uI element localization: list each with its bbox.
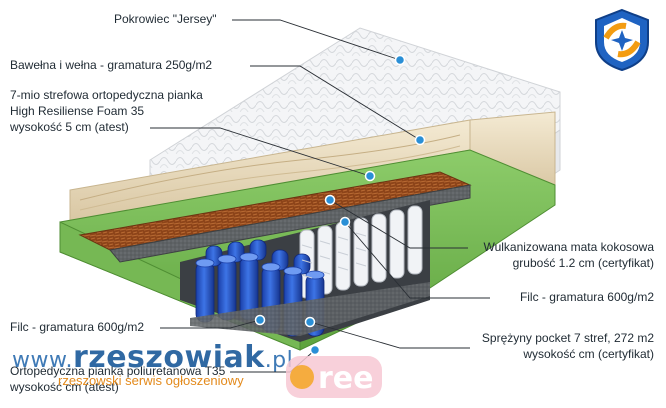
dot-felt-left xyxy=(254,314,266,326)
dot-felt-right xyxy=(339,216,351,228)
watermark-url-prefix: www. xyxy=(12,348,73,373)
label-wool: Bawełna i wełna - gramatura 250g/m2 xyxy=(10,58,213,72)
brand-logo-icon xyxy=(595,8,649,72)
dot-springs xyxy=(304,316,316,328)
pointer-lines xyxy=(150,19,490,373)
dot-foam xyxy=(364,170,376,182)
label-springs-2: wysokość cm (certyfikat) xyxy=(523,347,654,361)
felt-layer xyxy=(109,184,471,263)
label-base-1: Ortopedyczna pianka poliuretanowa T35 xyxy=(10,364,226,378)
label-foam-3: wysokość 5 cm (atest) xyxy=(10,120,129,134)
watermark-url: www.rzeszowiak.pl xyxy=(12,340,293,375)
pointer-dots xyxy=(254,54,426,356)
watermark-logo-text: ree xyxy=(318,361,374,396)
dot-coco xyxy=(324,194,336,206)
dot-wool xyxy=(414,134,426,146)
label-jersey-cover: Pokrowiec "Jersey" xyxy=(114,12,217,26)
dot-jersey xyxy=(394,54,406,66)
dot-base xyxy=(309,344,321,356)
pocket-springs xyxy=(180,200,430,342)
watermark-logo-icon: ree xyxy=(286,356,382,398)
label-springs-1: Sprężyny pocket 7 stref, 272 m2 xyxy=(481,331,654,345)
label-felt-right: Filc - gramatura 600g/m2 xyxy=(519,290,654,304)
label-base-2: wysokość cm (atest) xyxy=(10,380,119,394)
label-foam-2: High Resiliense Foam 35 xyxy=(10,104,145,118)
label-foam-1: 7-mio strefowa ortopedyczna pianka xyxy=(10,88,203,102)
label-coco-2: grubość 1.2 cm (certyfikat) xyxy=(512,256,654,270)
watermark-url-main: rzeszowiak xyxy=(72,340,265,375)
watermark-tagline: rzeszowski serwis ogłoszeniowy xyxy=(58,373,244,388)
label-felt-left: Filc - gramatura 600g/m2 xyxy=(10,320,145,334)
label-coco-1: Wulkanizowana mata kokosowa xyxy=(483,240,654,254)
